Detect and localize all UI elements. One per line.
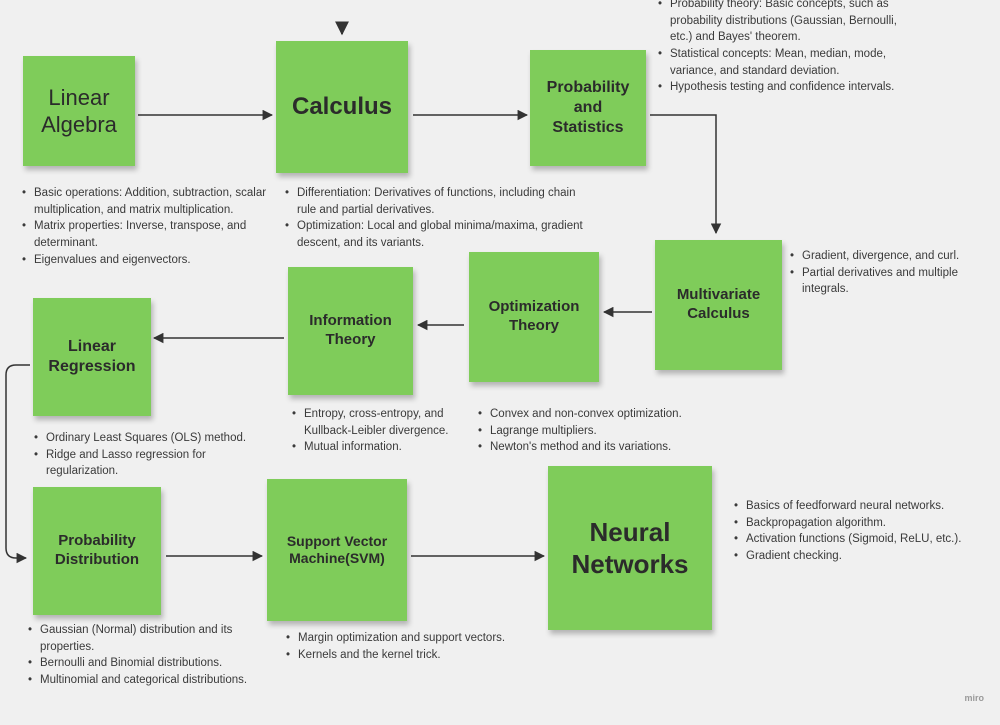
note-item: Mutual information. — [292, 439, 472, 456]
note-item: Bernoulli and Binomial distributions. — [28, 655, 253, 672]
notes-multivariate-calculus: Gradient, divergence, and curl. Partial … — [790, 248, 990, 298]
notes-information-theory: Entropy, cross-entropy, and Kullback-Lei… — [292, 406, 472, 456]
node-svm-label: Support Vector Machine(SVM) — [286, 532, 388, 567]
notes-linear-regression: Ordinary Least Squares (OLS) method. Rid… — [34, 430, 279, 480]
note-item: Ordinary Least Squares (OLS) method. — [34, 430, 279, 447]
note-item: Activation functions (Sigmoid, ReLU, etc… — [734, 531, 989, 548]
node-linear-regression-label: Linear Regression — [48, 338, 136, 375]
notes-calculus: Differentiation: Derivatives of function… — [285, 185, 585, 252]
note-item: Margin optimization and support vectors. — [286, 630, 556, 647]
note-item: Probability theory: Basic concepts, such… — [658, 0, 913, 46]
node-optimization-theory[interactable]: Optimization Theory — [469, 252, 599, 382]
note-item: Gaussian (Normal) distribution and its p… — [28, 622, 253, 655]
note-item: Eigenvalues and eigenvectors. — [22, 252, 280, 269]
node-information-theory[interactable]: Information Theory — [288, 267, 413, 395]
node-probability-statistics-label: Probability and Statistics — [546, 79, 630, 136]
note-item: Basic operations: Addition, subtraction,… — [22, 185, 280, 218]
node-calculus-label: Calculus — [291, 93, 393, 120]
note-item: Ridge and Lasso regression for regulariz… — [34, 447, 279, 480]
note-item: Differentiation: Derivatives of function… — [285, 185, 585, 218]
note-item: Multinomial and categorical distribution… — [28, 672, 253, 689]
node-optimization-theory-label: Optimization Theory — [488, 298, 580, 334]
node-multivariate-calculus[interactable]: Multivariate Calculus — [655, 240, 782, 370]
note-item: Basics of feedforward neural networks. — [734, 498, 989, 515]
note-item: Gradient checking. — [734, 548, 989, 565]
node-multivariate-calculus-label: Multivariate Calculus — [676, 286, 761, 322]
node-linear-regression[interactable]: Linear Regression — [33, 298, 151, 416]
note-item: Backpropagation algorithm. — [734, 515, 989, 532]
node-neural-networks-label: Neural Networks — [571, 516, 689, 580]
notes-neural-networks: Basics of feedforward neural networks. B… — [734, 498, 989, 565]
node-calculus[interactable]: Calculus — [276, 41, 408, 173]
node-probability-distribution-label: Probability Distribution — [54, 532, 140, 568]
note-item: Newton's method and its variations. — [478, 439, 718, 456]
note-item: Convex and non-convex optimization. — [478, 406, 718, 423]
note-item: Kernels and the kernel trick. — [286, 647, 556, 664]
miro-watermark: miro — [964, 693, 984, 703]
note-item: Statistical concepts: Mean, median, mode… — [658, 46, 913, 79]
node-linear-algebra[interactable]: Linear Algebra — [23, 56, 135, 166]
node-probability-statistics[interactable]: Probability and Statistics — [530, 50, 646, 166]
note-item: Matrix properties: Inverse, transpose, a… — [22, 218, 280, 251]
notes-svm: Margin optimization and support vectors.… — [286, 630, 556, 663]
arrow-linear-regression-to-prob-distribution — [5, 364, 30, 564]
node-linear-algebra-label: Linear Algebra — [41, 84, 117, 138]
note-item: Gradient, divergence, and curl. — [790, 248, 990, 265]
note-item: Hypothesis testing and confidence interv… — [658, 79, 913, 96]
note-item: Optimization: Local and global minima/ma… — [285, 218, 585, 251]
node-information-theory-label: Information Theory — [309, 312, 392, 348]
note-item: Partial derivatives and multiple integra… — [790, 265, 990, 298]
arrow-prob-stats-to-multivariate — [650, 114, 722, 235]
notes-linear-algebra: Basic operations: Addition, subtraction,… — [22, 185, 280, 268]
node-neural-networks[interactable]: Neural Networks — [548, 466, 712, 630]
notes-probability-statistics: Probability theory: Basic concepts, such… — [658, 0, 913, 96]
notes-optimization-theory: Convex and non-convex optimization. Lagr… — [478, 406, 718, 456]
node-svm[interactable]: Support Vector Machine(SVM) — [267, 479, 407, 621]
notes-probability-distribution: Gaussian (Normal) distribution and its p… — [28, 622, 253, 689]
node-probability-distribution[interactable]: Probability Distribution — [33, 487, 161, 615]
note-item: Lagrange multipliers. — [478, 423, 718, 440]
note-item: Entropy, cross-entropy, and Kullback-Lei… — [292, 406, 472, 439]
